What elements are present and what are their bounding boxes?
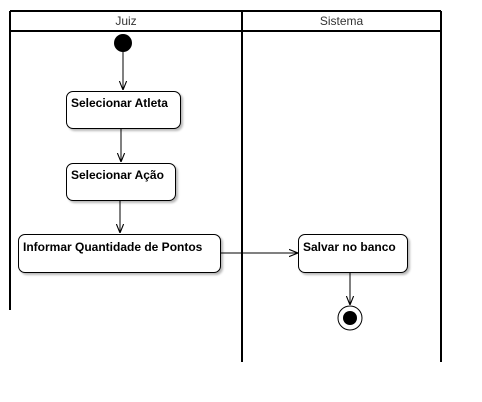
lane-title-sistema: Sistema [319,14,364,28]
action-salvar-no-banco[interactable]: Salvar no banco [298,234,408,273]
action-label: Salvar no banco [303,240,396,254]
action-informar-quantidade-de-pontos[interactable]: Informar Quantidade de Pontos [18,234,221,273]
lane-title-juiz: Juiz [115,14,137,28]
end-node-inner [343,311,357,325]
action-label: Selecionar Ação [71,168,164,182]
action-selecionar-acao[interactable]: Selecionar Ação [66,163,176,201]
action-label: Informar Quantidade de Pontos [23,240,203,254]
action-selecionar-atleta[interactable]: Selecionar Atleta [66,91,181,129]
action-label: Selecionar Atleta [71,96,168,110]
start-node[interactable] [114,34,132,52]
